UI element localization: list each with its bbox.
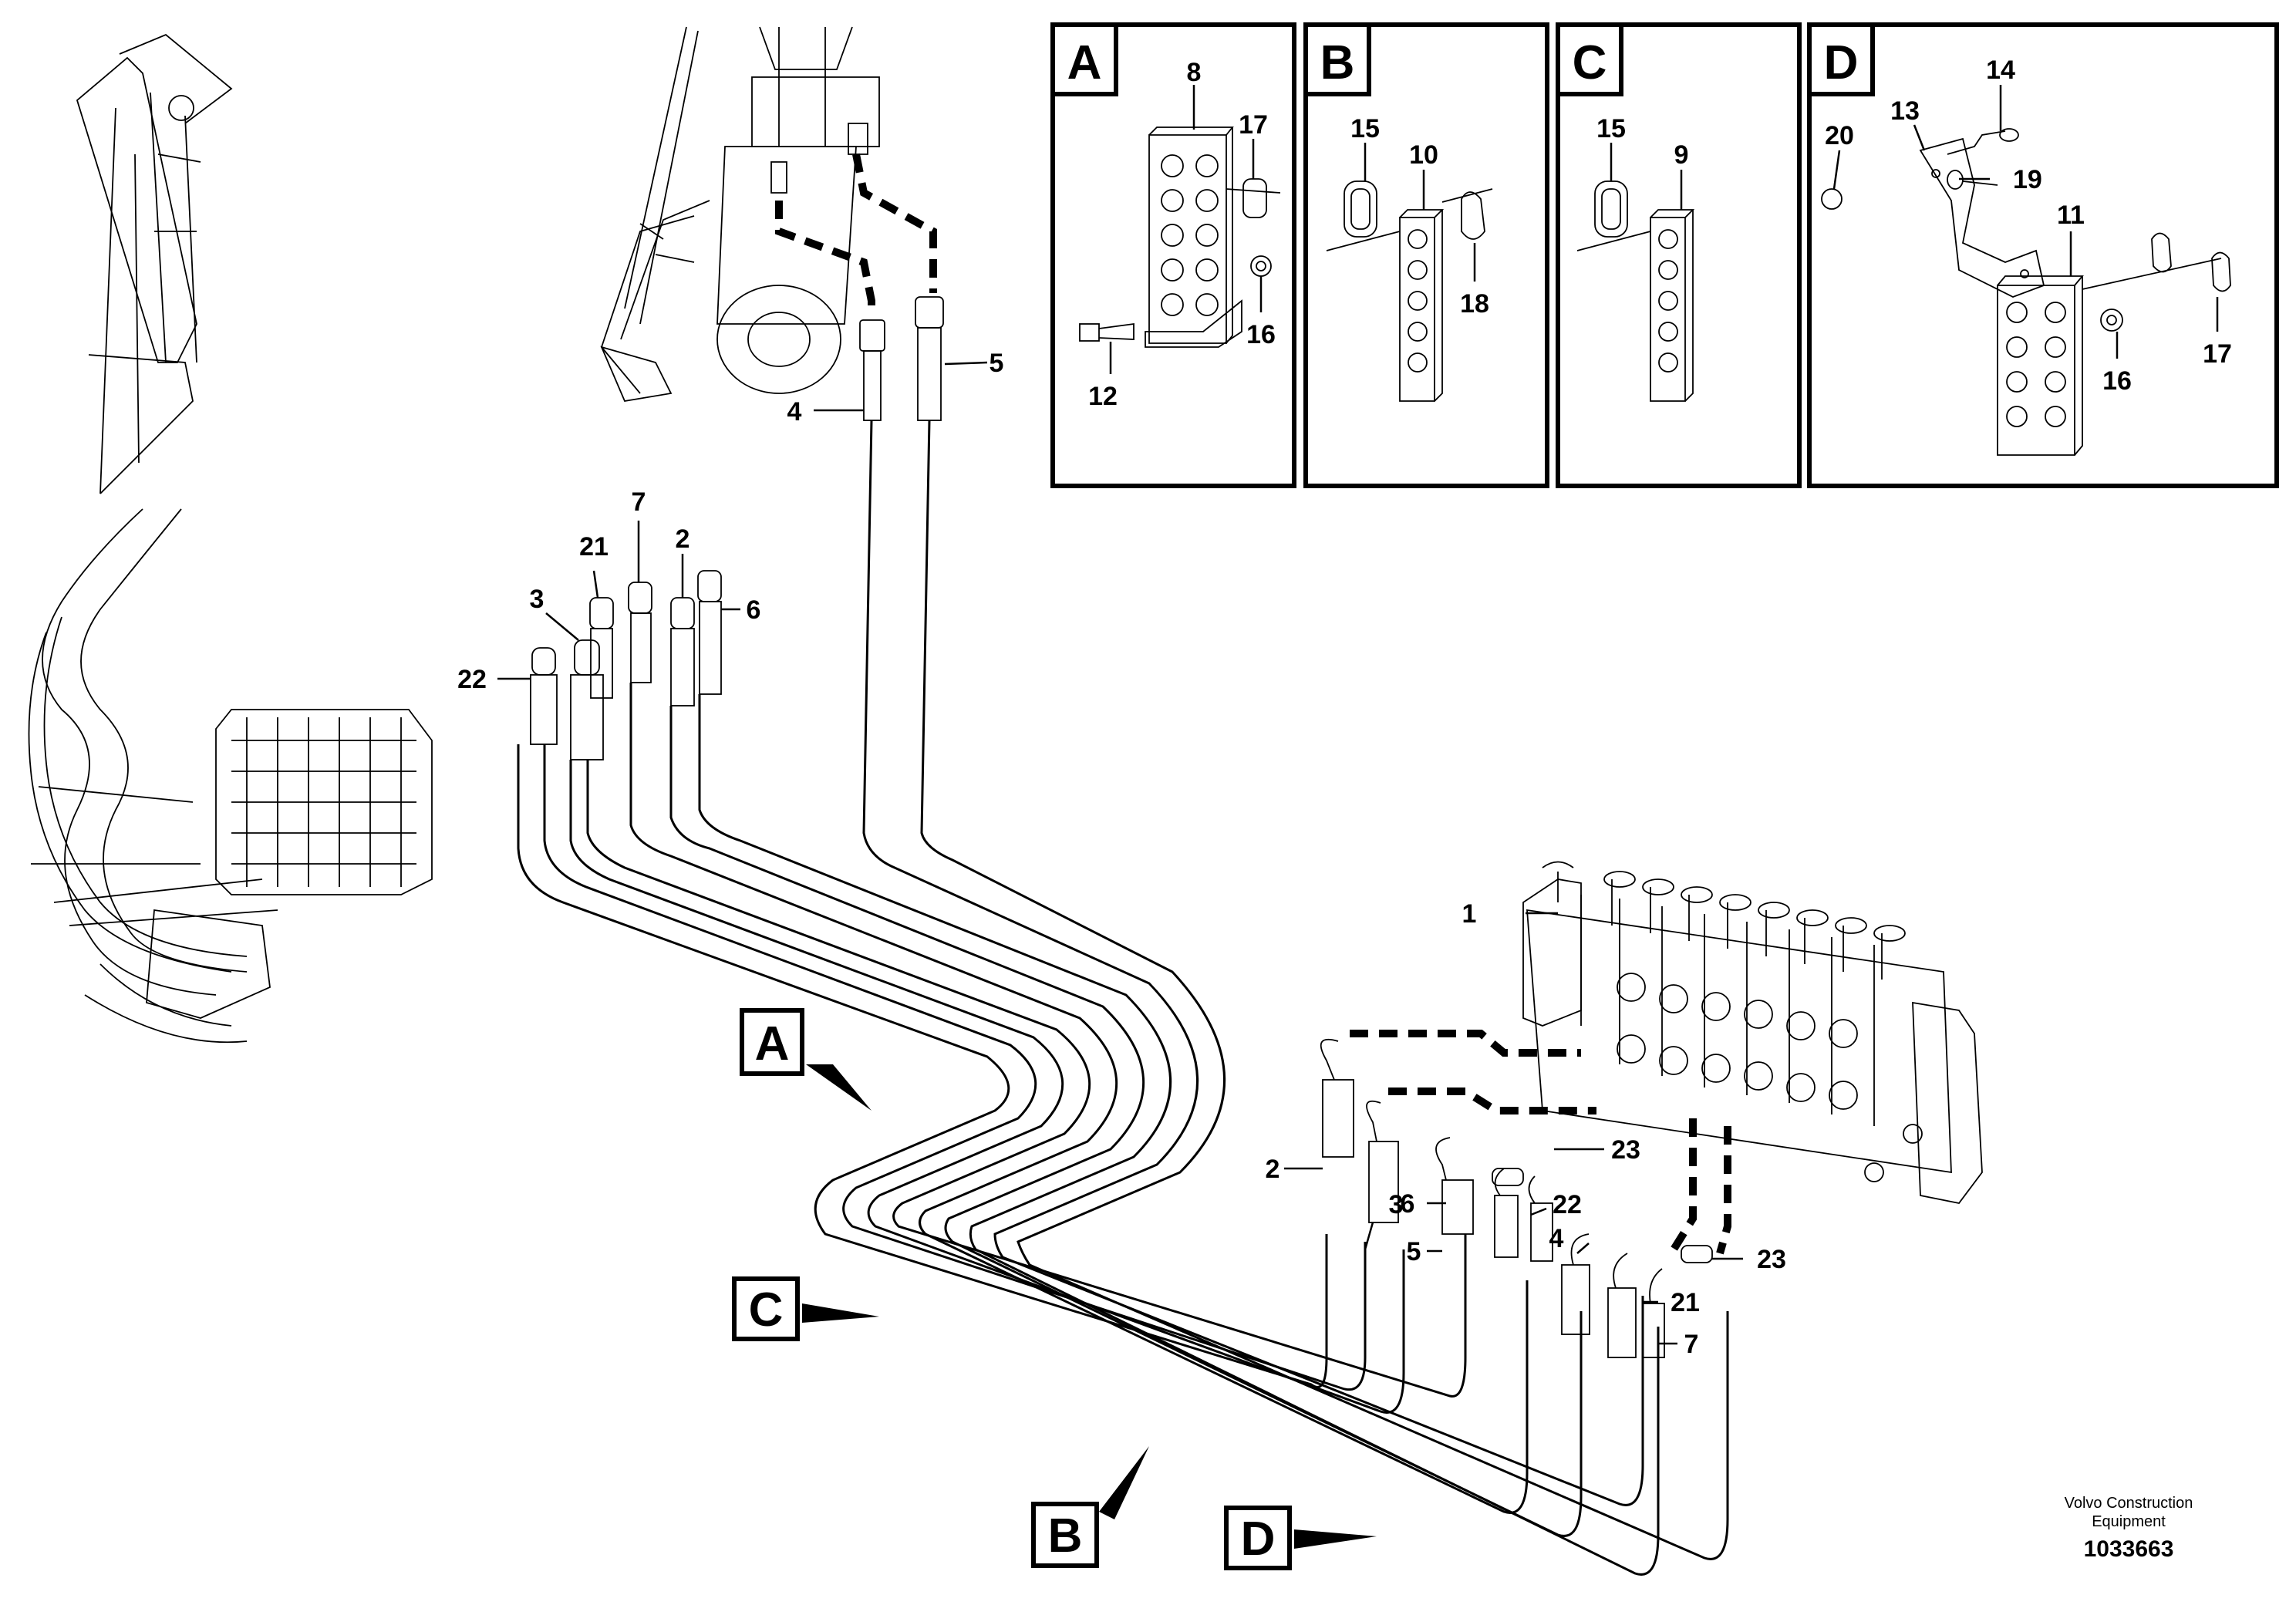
part-label: 23	[1757, 1245, 1786, 1274]
detail-box-letter: C	[1573, 36, 1607, 89]
publisher-line2: Equipment	[2092, 1513, 2166, 1530]
part-label: 5	[1407, 1237, 1421, 1266]
part-label: 19	[2013, 165, 2042, 194]
part-label: 15	[1350, 114, 1380, 143]
control-valve-illustration	[1522, 861, 1983, 1204]
callout-d: D	[1224, 1506, 1377, 1570]
part-label: 23	[1611, 1135, 1640, 1165]
boom-cylinder-illustration	[600, 26, 880, 403]
part-label: 8	[1187, 58, 1202, 87]
detail-box-c: C 15 9	[1556, 22, 1802, 488]
part-label: 4	[1549, 1224, 1564, 1253]
part-label: 17	[1239, 110, 1268, 140]
bolt-icon	[1947, 128, 2019, 155]
part-label: 6	[1401, 1189, 1415, 1219]
part-label: 17	[2203, 339, 2232, 369]
part-label: 20	[1825, 121, 1854, 150]
part-label: 1	[1462, 899, 1477, 929]
clip-icon	[2211, 251, 2231, 292]
hose-fitting-icon	[859, 296, 944, 421]
leader-lines	[497, 361, 1743, 1345]
callout-a: A	[740, 1008, 872, 1111]
washer-icon	[1250, 255, 1272, 277]
part-labels: 4 5 7 21 2 3 6 22 1 2 3 23 6 22 5 4 23 2…	[457, 349, 1786, 1359]
part-label: 2	[676, 524, 690, 554]
detail-box-d: D	[1807, 22, 2279, 488]
part-label: 22	[457, 665, 487, 694]
clamp-block-icon	[1650, 209, 1695, 402]
part-label: 3	[530, 585, 544, 614]
detail-box-a: A 8 17 16 12	[1050, 22, 1296, 488]
svg-text:C: C	[749, 1283, 784, 1337]
part-label: 21	[1671, 1288, 1700, 1317]
part-label: 2	[1266, 1155, 1280, 1184]
hose-bundle	[517, 420, 1729, 1576]
part-label: 15	[1596, 114, 1626, 143]
clamp-block-icon	[1145, 126, 1242, 348]
part-label: 6	[747, 595, 761, 625]
detail-box-letter: D	[1824, 36, 1859, 89]
hose-dashed	[1350, 1030, 1731, 1255]
part-label: 14	[1986, 56, 2015, 85]
part-label: 10	[1409, 140, 1438, 170]
washer-icon	[2100, 309, 2123, 332]
machine-overview-illustration	[28, 33, 433, 1044]
part-label: 5	[990, 349, 1004, 378]
detail-box-letter: A	[1067, 36, 1102, 89]
part-label: 7	[1684, 1330, 1699, 1359]
part-label: 7	[632, 487, 646, 517]
svg-text:A: A	[755, 1017, 790, 1071]
document-number: 1033663	[2083, 1536, 2174, 1562]
callout-b: B	[1031, 1446, 1149, 1568]
clip-icon	[1326, 180, 1401, 251]
clip-icon	[1226, 178, 1281, 218]
clip-icon	[2082, 232, 2222, 290]
bracket-icon	[1919, 137, 2045, 298]
hose-fitting-icon	[1320, 1038, 1713, 1358]
part-label: 16	[2102, 366, 2132, 396]
part-label: 16	[1246, 320, 1276, 349]
part-label: 11	[2057, 201, 2085, 230]
part-label: 9	[1674, 140, 1689, 170]
callout-c: C	[732, 1276, 879, 1341]
part-label: 3	[1389, 1190, 1404, 1219]
part-label: 21	[579, 532, 609, 561]
svg-text:B: B	[1048, 1509, 1083, 1563]
part-label: 13	[1890, 96, 1920, 126]
clamp-block-icon	[1399, 209, 1445, 402]
bolt-icon	[1079, 322, 1135, 342]
detail-box-b: B 15 10 18	[1303, 22, 1549, 488]
part-label: 4	[787, 397, 802, 427]
hose-fitting-icon	[530, 570, 722, 760]
part-label: 12	[1088, 382, 1118, 411]
part-label: 22	[1553, 1190, 1582, 1219]
part-label: 18	[1460, 289, 1489, 319]
clamp-block-icon	[1997, 275, 2084, 456]
hose-dashed	[775, 153, 937, 316]
nut-icon	[1821, 188, 1843, 210]
publisher-credit: Volvo Construction Equipment	[2036, 1494, 2221, 1531]
publisher-line1: Volvo Construction	[2064, 1495, 2193, 1512]
clip-icon	[1441, 188, 1493, 240]
detail-box-letter: B	[1320, 36, 1355, 89]
svg-text:D: D	[1241, 1512, 1276, 1566]
clip-icon	[1576, 180, 1651, 251]
